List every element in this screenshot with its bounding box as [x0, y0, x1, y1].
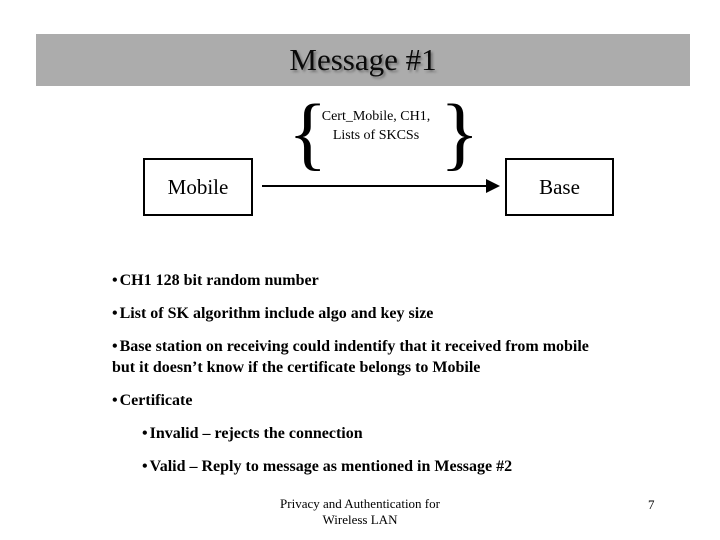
message-contents-annotation: Cert_Mobile, CH1, Lists of SKCSs: [306, 107, 446, 145]
sub-bullet-text: Valid – Reply to message as mentioned in…: [149, 458, 513, 475]
sub-bullet-text: Invalid – rejects the connection: [149, 425, 363, 442]
bullet-icon: •: [112, 305, 118, 322]
bullet-text: Certificate: [119, 392, 193, 409]
bullet-text: CH1 128 bit random number: [119, 272, 319, 289]
bullet-icon: •: [112, 338, 118, 355]
footer-line-1: Privacy and Authentication for: [280, 496, 440, 511]
bullet-item: • List of SK algorithm include algo and …: [112, 303, 652, 324]
title-bar: Message #1: [36, 34, 690, 86]
page-number: 7: [648, 497, 655, 512]
base-node-label: Base: [539, 174, 580, 199]
footer-title: Privacy and Authentication for Wireless …: [200, 496, 520, 528]
bullet-item: • CH1 128 bit random number: [112, 270, 652, 291]
bullet-icon: •: [112, 272, 118, 289]
left-curly-brace: {: [288, 87, 328, 178]
mobile-node-box: Mobile: [143, 158, 253, 216]
mobile-node-label: Mobile: [167, 174, 229, 199]
arrow-mobile-to-base-head: [486, 179, 500, 193]
right-curly-brace: }: [440, 87, 480, 178]
footer-line-2: Wireless LAN: [322, 512, 398, 527]
bullet-icon: •: [142, 458, 148, 475]
sub-bullet-item: • Invalid – rejects the connection: [142, 423, 652, 444]
base-node-box: Base: [505, 158, 614, 216]
bullet-text: List of SK algorithm include algo and ke…: [119, 305, 434, 322]
bullet-text-continuation: but it doesn’t know if the certificate b…: [112, 359, 481, 376]
bullet-icon: •: [142, 425, 148, 442]
bullet-item: • Base station on receiving could indent…: [112, 336, 652, 378]
bullet-icon: •: [112, 392, 118, 409]
slide-title: Message #1: [289, 42, 437, 77]
sub-bullet-item: • Valid – Reply to message as mentioned …: [142, 456, 652, 477]
bullet-item: • Certificate: [112, 390, 652, 411]
annotation-line-2: Lists of SKCSs: [332, 128, 420, 143]
annotation-line-1: Cert_Mobile, CH1,: [321, 109, 431, 124]
bullet-text: Base station on receiving could indentif…: [119, 338, 589, 355]
bullet-list: • CH1 128 bit random number • List of SK…: [112, 270, 652, 489]
arrow-mobile-to-base-line: [262, 185, 488, 187]
